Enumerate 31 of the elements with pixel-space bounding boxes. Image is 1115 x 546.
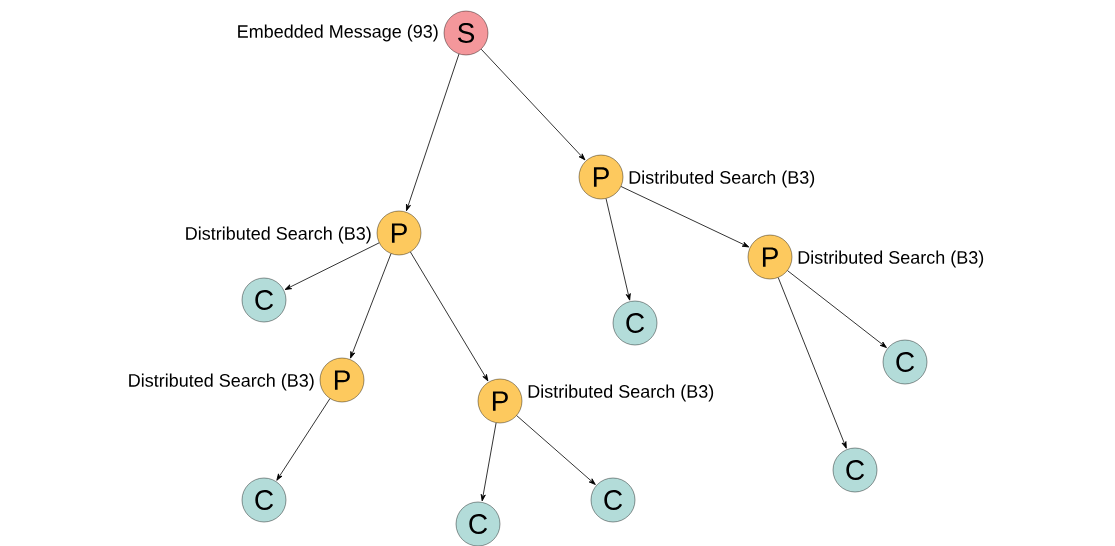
- arrow: [605, 198, 631, 301]
- circle-node: S: [443, 10, 489, 56]
- circle-node: P: [376, 210, 422, 256]
- arrow: [516, 415, 596, 485]
- arrow: [480, 422, 497, 502]
- arrow: [276, 398, 331, 481]
- arrow: [350, 253, 392, 359]
- arrow: [284, 242, 380, 290]
- circle-node: C: [241, 277, 287, 323]
- node-caption: Distributed Search (B3): [528, 384, 714, 402]
- node-caption: Distributed Search (B3): [629, 170, 815, 188]
- circle-node: C: [832, 447, 878, 493]
- circle-node: C: [612, 300, 658, 346]
- circle-node: C: [455, 501, 501, 546]
- circle-node: C: [590, 477, 636, 523]
- circle-node: P: [747, 234, 793, 280]
- arrow: [480, 48, 586, 161]
- arrow: [406, 53, 460, 212]
- circle-node: P: [578, 154, 624, 200]
- circle-node: P: [319, 357, 365, 403]
- arrow: [410, 251, 489, 382]
- circle-node: C: [882, 339, 928, 385]
- arrow: [777, 277, 847, 449]
- circle-node: C: [241, 477, 287, 523]
- node-caption: Distributed Search (B3): [129, 373, 314, 391]
- node-caption: Distributed Search (B3): [798, 250, 984, 268]
- circle-node: P: [477, 378, 523, 424]
- arrow: [787, 270, 887, 348]
- node-caption: Embedded Message (93): [238, 24, 438, 42]
- arrow: [620, 186, 750, 248]
- node-caption: Distributed Search (B3): [186, 226, 371, 244]
